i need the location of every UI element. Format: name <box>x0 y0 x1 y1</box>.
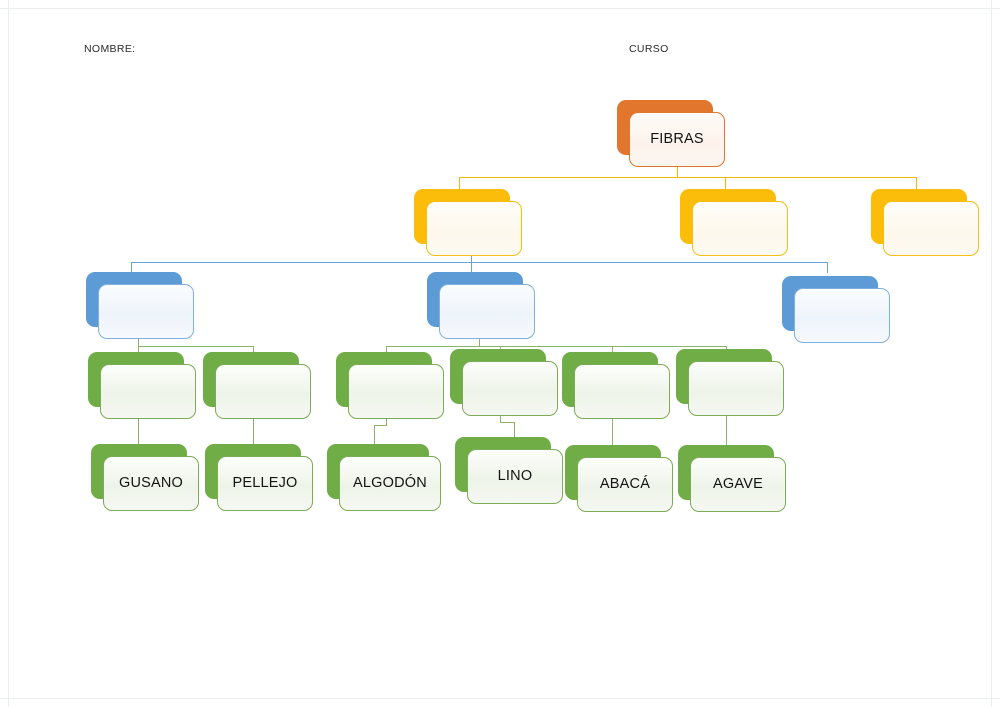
nombre-label: NOMBRE: <box>84 43 136 55</box>
connector-yellow-drop-2 <box>725 177 726 189</box>
node-box[interactable] <box>348 364 444 419</box>
page-edge-right <box>991 0 992 707</box>
connector-blue-drop-1 <box>131 262 132 273</box>
connector-yellow-drop-3 <box>916 177 917 189</box>
connector-leaf-lino-elbow <box>500 422 514 423</box>
node-label: AGAVE <box>713 476 763 493</box>
connector-leaf-algodon-stem <box>386 415 387 425</box>
node-label: LINO <box>497 468 533 485</box>
node-label: ALGODÓN <box>353 475 427 492</box>
node-box[interactable]: GUSANO <box>103 456 199 511</box>
connector-blue-bus <box>131 262 827 263</box>
page-edge-bottom <box>0 698 1000 699</box>
node-leaf-algodon[interactable]: ALGODÓN <box>327 444 445 511</box>
connector-blue-drop-3 <box>827 262 828 273</box>
connector-green-bus-a <box>138 346 253 347</box>
node-box[interactable]: PELLEJO <box>217 456 313 511</box>
connector-leaf-lino-drop <box>514 422 515 437</box>
node-label: GUSANO <box>118 475 184 492</box>
connector-blue-drop-2 <box>471 262 472 273</box>
page-edge-top <box>0 8 1000 9</box>
connector-leaf-agave <box>726 415 727 445</box>
node-box[interactable] <box>98 284 194 339</box>
node-green-5[interactable] <box>562 352 674 419</box>
node-green-3[interactable] <box>336 352 448 419</box>
node-box[interactable] <box>574 364 670 419</box>
node-yellow-2[interactable] <box>680 189 792 256</box>
node-box[interactable] <box>462 361 558 416</box>
node-box[interactable]: LINO <box>467 449 563 504</box>
node-box[interactable]: ALGODÓN <box>339 456 441 511</box>
node-box[interactable] <box>426 201 522 256</box>
node-box[interactable]: ABACÁ <box>577 457 673 512</box>
node-green-4[interactable] <box>450 349 562 416</box>
node-leaf-abaca[interactable]: ABACÁ <box>565 445 677 512</box>
connector-green-bus-b <box>386 346 726 347</box>
connector-leaf-algodon-drop <box>374 425 375 444</box>
node-leaf-lino[interactable]: LINO <box>455 437 567 504</box>
node-box[interactable] <box>794 288 890 343</box>
node-yellow-1[interactable] <box>414 189 526 256</box>
connector-green-a-drop-2 <box>253 346 254 353</box>
connector-yellow-drop-1 <box>459 177 460 189</box>
connector-leaf-pellejo <box>253 415 254 444</box>
node-green-2[interactable] <box>203 352 315 419</box>
connector-leaf-lino-stem <box>500 412 501 422</box>
node-box[interactable]: FIBRAS <box>629 112 725 167</box>
node-leaf-agave[interactable]: AGAVE <box>678 445 790 512</box>
node-fibras[interactable]: FIBRAS <box>617 100 725 167</box>
node-label: ABACÁ <box>599 476 651 493</box>
node-box[interactable] <box>439 284 535 339</box>
node-leaf-gusano[interactable]: GUSANO <box>91 444 203 511</box>
node-box[interactable] <box>688 361 784 416</box>
node-blue-3[interactable] <box>782 276 894 343</box>
curso-label: CURSO <box>629 43 669 55</box>
connector-leaf-algodon-elbow <box>374 425 387 426</box>
node-box[interactable] <box>692 201 788 256</box>
node-yellow-3[interactable] <box>871 189 983 256</box>
node-label: PELLEJO <box>232 475 298 492</box>
connector-green-b-drop-1 <box>386 346 387 353</box>
node-box[interactable] <box>100 364 196 419</box>
node-blue-1[interactable] <box>86 272 198 339</box>
node-green-6[interactable] <box>676 349 788 416</box>
node-blue-2[interactable] <box>427 272 539 339</box>
connector-root-stem <box>677 167 678 178</box>
node-green-1[interactable] <box>88 352 200 419</box>
node-box[interactable]: AGAVE <box>690 457 786 512</box>
node-box[interactable] <box>883 201 979 256</box>
connector-leaf-abaca <box>612 415 613 445</box>
node-leaf-pellejo[interactable]: PELLEJO <box>205 444 317 511</box>
connector-leaf-gusano <box>138 415 139 444</box>
connector-green-b-drop-3 <box>612 346 613 353</box>
connector-green-a-drop-1 <box>138 346 139 353</box>
node-label: FIBRAS <box>650 131 704 148</box>
node-box[interactable] <box>215 364 311 419</box>
page-edge-left <box>8 0 9 707</box>
connector-yellow-bus <box>459 177 917 178</box>
